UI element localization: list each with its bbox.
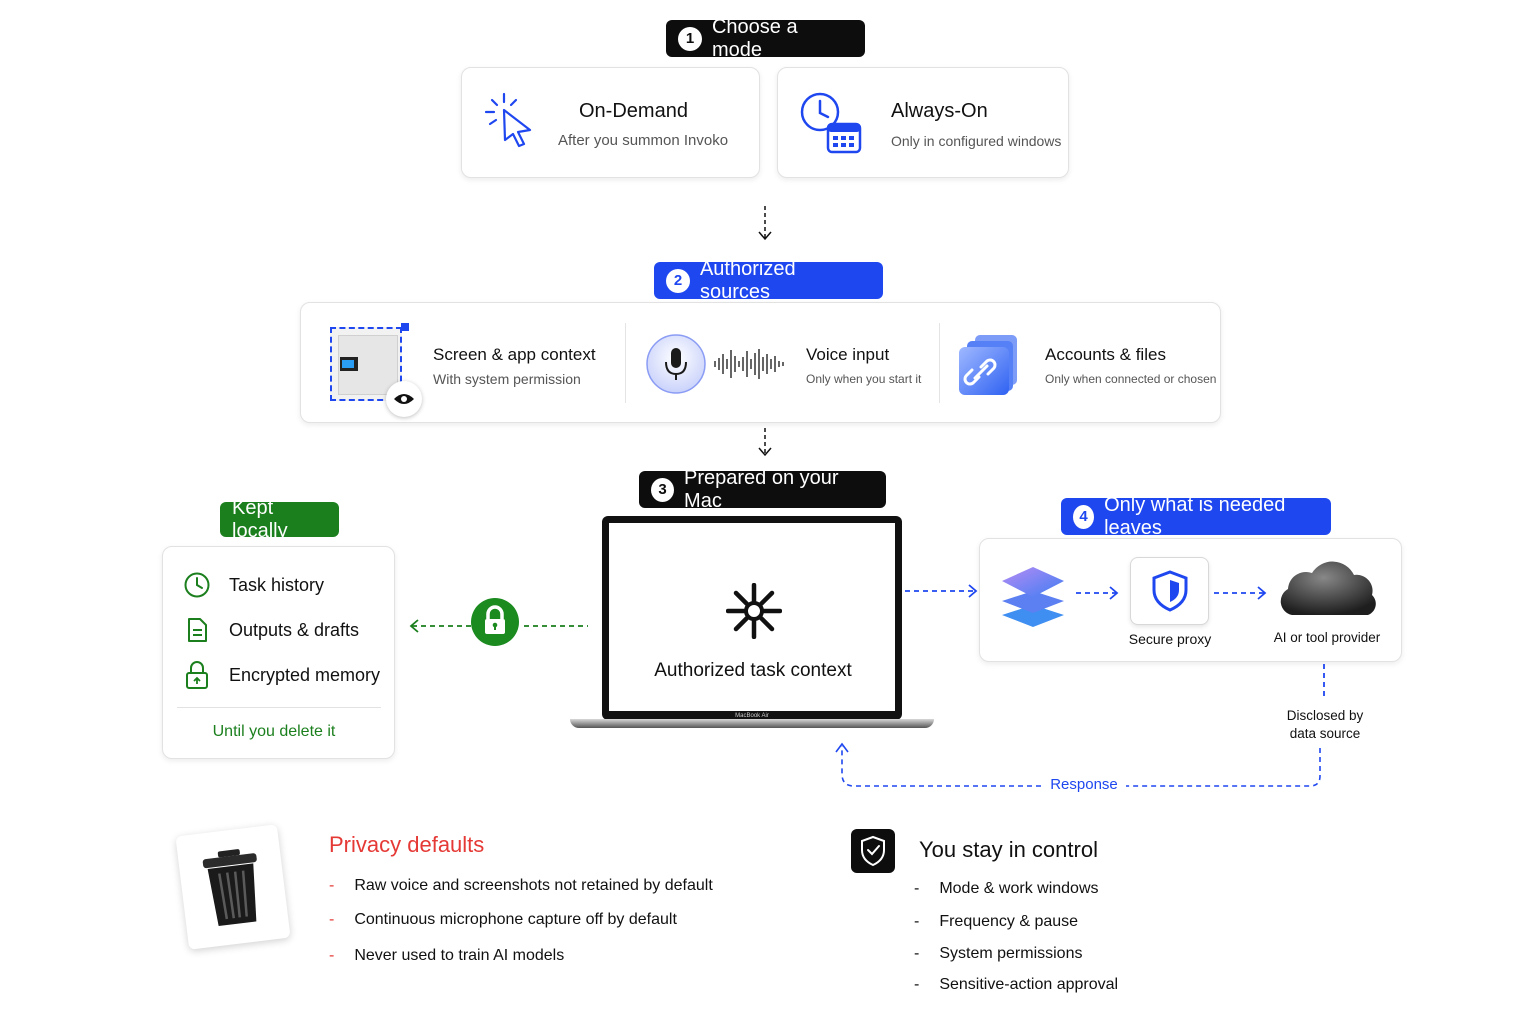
source-title: Accounts & files [1045, 345, 1166, 364]
step-label: Prepared on your Mac [684, 466, 839, 512]
step-number: 4 [1073, 504, 1095, 529]
trash-card [175, 824, 291, 950]
step-number: 1 [678, 26, 702, 51]
secure-proxy-label: Secure proxy [1128, 631, 1212, 647]
local-flow-arrow [409, 619, 588, 633]
list-item: -Frequency & pause [914, 913, 1079, 930]
microphone-icon [646, 334, 706, 394]
cursor-click-icon [484, 92, 532, 148]
trash-icon [202, 849, 257, 927]
mode-title: Always-On [891, 100, 988, 122]
local-item-label: Encrypted memory [229, 664, 381, 685]
local-item-label: Task history [229, 574, 325, 595]
local-item-memory: Encrypted memory [183, 660, 380, 690]
local-item-task-history: Task history [183, 571, 324, 599]
divider [625, 323, 626, 403]
mode-card-always-on[interactable]: Always-On Only in configured windows [777, 67, 1069, 178]
flow-arrow-down [758, 428, 772, 457]
asterisk-icon [726, 583, 782, 639]
clock-calendar-icon [800, 92, 862, 154]
layers-icon [1002, 567, 1064, 627]
local-footer: Until you delete it [212, 723, 336, 740]
mode-subtitle: Only in configured windows [891, 133, 1062, 149]
shield-icon [1152, 570, 1187, 612]
response-label: Response [1042, 776, 1126, 793]
kept-locally-badge: Kept locally [220, 497, 339, 542]
list-item: -Sensitive-action approval [914, 976, 1119, 993]
divider [939, 323, 940, 403]
local-item-label: Outputs & drafts [229, 619, 360, 640]
screen-eye-icon [330, 323, 422, 417]
source-subtitle: With system permission [433, 371, 581, 387]
step-2-badge: 2 Authorized sources [654, 258, 883, 303]
lock-icon [186, 661, 208, 689]
list-item: -Raw voice and screenshots not retained … [329, 877, 713, 894]
outbound-arrow [1214, 586, 1267, 600]
step-number: 3 [651, 477, 675, 502]
cloud-icon [1280, 561, 1376, 615]
shield-check-icon [851, 829, 895, 873]
mode-title: On-Demand [579, 100, 688, 122]
step-1-badge: 1 Choose a mode [666, 16, 865, 61]
sources-card: Screen & app context With system permiss… [300, 302, 1221, 423]
step-number: 2 [666, 268, 690, 293]
waveform-icon [714, 349, 784, 379]
source-subtitle: Only when you start it [806, 372, 922, 386]
step-label: Choose a mode [711, 15, 798, 61]
step-3-badge: 3 Prepared on your Mac [639, 467, 886, 512]
list-item: -Continuous microphone capture off by de… [329, 911, 677, 928]
linked-files-icon [959, 335, 1017, 395]
local-storage-card: Task history Outputs & drafts Encrypted … [162, 546, 395, 759]
list-item: -Mode & work windows [914, 880, 1099, 897]
provider-label: AI or tool provider [1273, 630, 1381, 645]
flow-arrow-down [758, 206, 772, 241]
divider [177, 707, 381, 708]
outbound-card: Secure proxy AI or tool provider [979, 538, 1402, 662]
local-item-outputs: Outputs & drafts [183, 616, 359, 644]
laptop-base [570, 719, 934, 728]
step-label: Only what is needed leaves [1104, 493, 1286, 539]
source-title: Voice input [806, 345, 890, 364]
source-title: Screen & app context [433, 345, 596, 364]
response-arrow [835, 742, 1321, 787]
document-icon [188, 618, 207, 642]
disclosed-label: Disclosed by data source [1286, 708, 1364, 741]
padlock-icon [471, 598, 519, 646]
control-title: You stay in control [919, 837, 1098, 862]
task-context-label: Authorized task context [654, 660, 852, 681]
laptop-brand: MacBook Air [735, 713, 769, 719]
clock-icon [184, 572, 210, 598]
mode-subtitle: After you summon Invoko [558, 132, 729, 149]
list-item: -Never used to train AI models [329, 947, 565, 964]
step-label: Authorized sources [699, 257, 796, 303]
disclosure-line [1323, 664, 1325, 700]
list-item: -System permissions [914, 945, 1083, 962]
privacy-title: Privacy defaults [329, 832, 485, 857]
mode-card-on-demand[interactable]: On-Demand After you summon Invoko [461, 67, 760, 178]
outbound-arrow [1076, 586, 1119, 600]
step-4-badge: 4 Only what is needed leaves [1061, 494, 1331, 539]
source-subtitle: Only when connected or chosen [1045, 372, 1217, 386]
outbound-arrow [905, 584, 978, 598]
secure-proxy-node [1130, 557, 1209, 625]
